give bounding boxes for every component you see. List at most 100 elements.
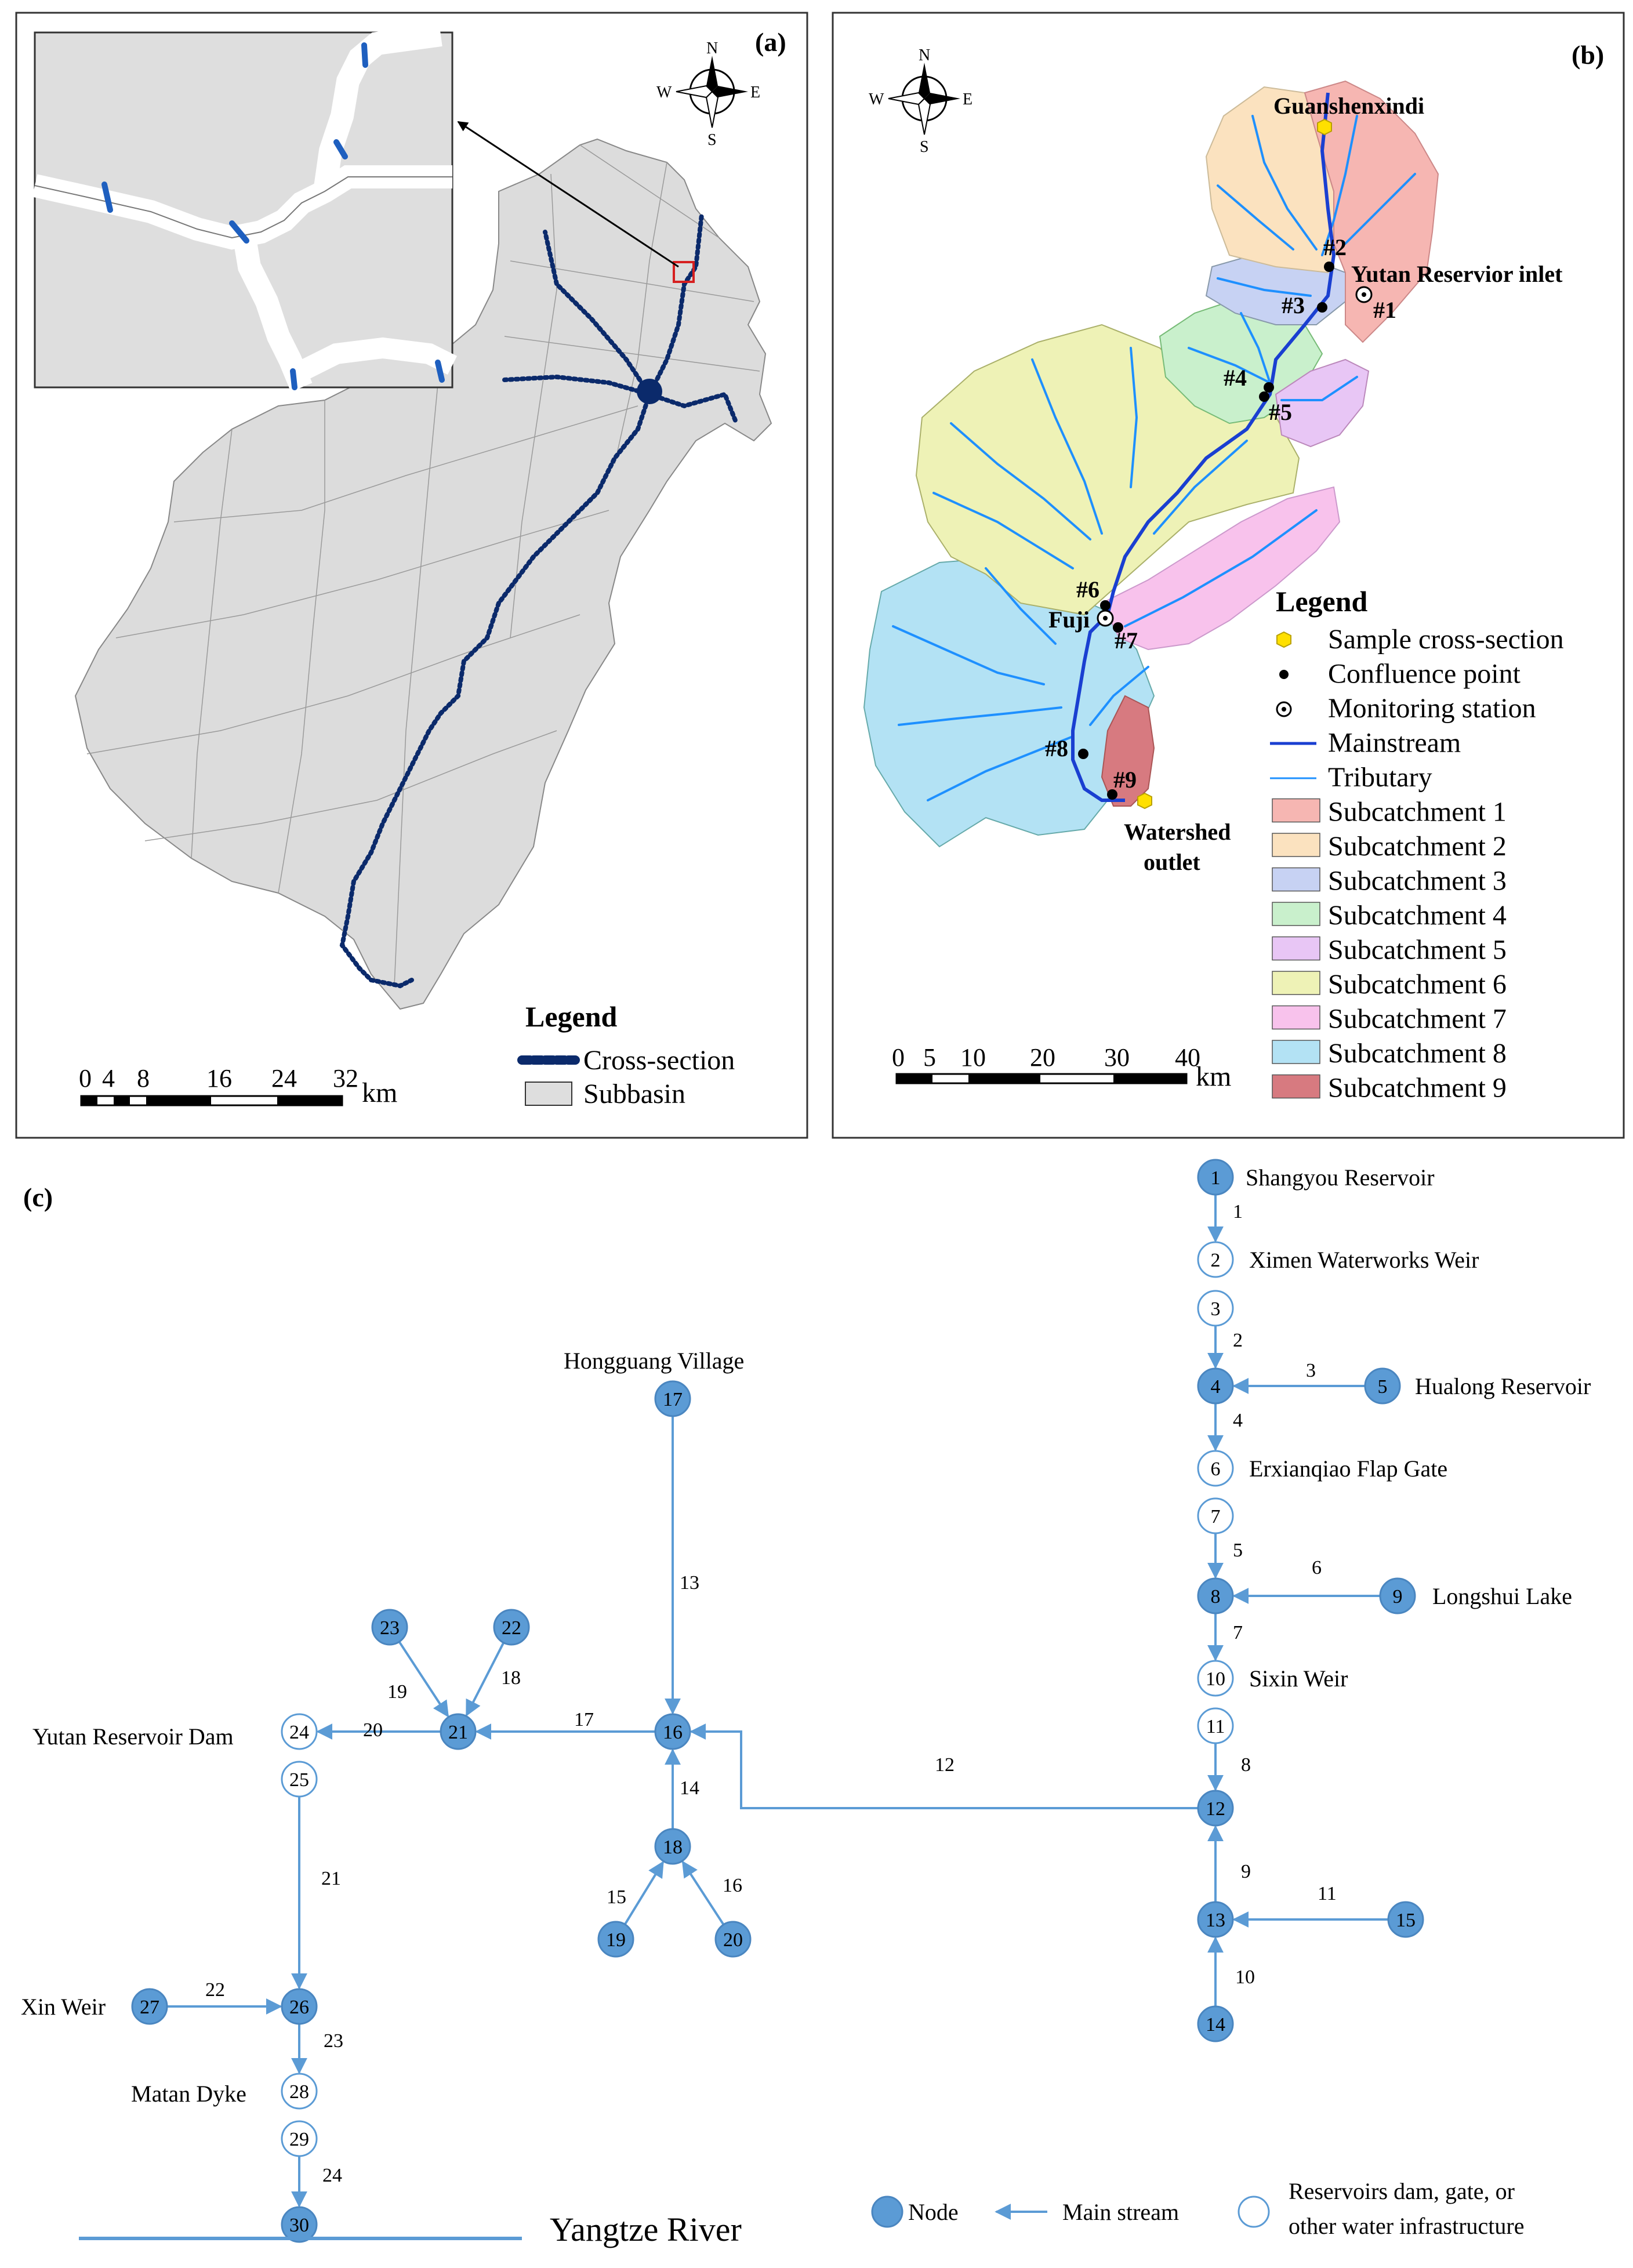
edge-label: 18 bbox=[501, 1667, 521, 1689]
subcatchment-swatch bbox=[1272, 833, 1320, 857]
edge-label: 11 bbox=[1318, 1883, 1337, 1904]
subbasin-map bbox=[74, 138, 772, 1010]
node-27: 27 bbox=[131, 1988, 168, 2025]
name-hualong: Hualong Reservoir bbox=[1415, 1373, 1591, 1399]
locator-box bbox=[673, 261, 695, 283]
panel-c-label: (c) bbox=[23, 1182, 53, 1212]
compass-b-w: W bbox=[869, 90, 884, 108]
point-8-label: #8 bbox=[1045, 735, 1068, 761]
sample-cross-section-icon bbox=[1276, 631, 1291, 648]
scale-a-tick: 32 bbox=[333, 1064, 358, 1093]
node-18: 18 bbox=[654, 1828, 691, 1865]
legend-node-icon bbox=[871, 2196, 903, 2228]
legend-infra-label-1: Reservoirs dam, gate, or bbox=[1289, 2178, 1515, 2204]
node-7: 7 bbox=[1197, 1497, 1234, 1534]
inset-map bbox=[32, 23, 458, 392]
node-11: 11 bbox=[1197, 1707, 1234, 1744]
point-4-label: #4 bbox=[1224, 365, 1247, 391]
edge-label: 7 bbox=[1233, 1622, 1243, 1643]
name-sixin: Sixin Weir bbox=[1249, 1665, 1348, 1692]
svg-text:14: 14 bbox=[1206, 2014, 1225, 2035]
scale-a-tick: 16 bbox=[206, 1064, 232, 1093]
yutan-inlet-label: Yutan Reservior inlet bbox=[1351, 261, 1563, 287]
node-10: 10 bbox=[1197, 1660, 1234, 1697]
scale-b-tick: 20 bbox=[1030, 1043, 1055, 1072]
fuji-label: Fuji bbox=[1048, 607, 1090, 633]
edge-label: 9 bbox=[1241, 1861, 1251, 1882]
node-29: 29 bbox=[281, 2120, 318, 2157]
node-5: 5 bbox=[1364, 1367, 1401, 1405]
name-longshui: Longshui Lake bbox=[1432, 1583, 1572, 1609]
edge-label: 5 bbox=[1233, 1540, 1243, 1561]
edge-label: 1 bbox=[1233, 1201, 1243, 1222]
edge-label: 10 bbox=[1235, 1966, 1255, 1988]
compass-b-n: N bbox=[919, 46, 930, 64]
monitoring-station-icon bbox=[1276, 701, 1292, 717]
legend-b-item: Monitoring station bbox=[1328, 693, 1536, 724]
edge-label: 13 bbox=[680, 1572, 699, 1594]
tributary-network bbox=[892, 115, 1416, 801]
edge-label: 6 bbox=[1312, 1557, 1322, 1578]
compass-b-s: S bbox=[920, 138, 929, 156]
name-ximen: Ximen Waterworks Weir bbox=[1249, 1247, 1479, 1273]
svg-text:10: 10 bbox=[1206, 1668, 1225, 1690]
scale-a-tick: 4 bbox=[102, 1064, 115, 1093]
confluence-cluster bbox=[637, 379, 662, 404]
svg-text:1: 1 bbox=[1211, 1167, 1221, 1189]
name-shangyou: Shangyou Reservoir bbox=[1246, 1164, 1435, 1191]
node-24: 24 bbox=[281, 1713, 318, 1750]
edge-12 bbox=[690, 1723, 1198, 1809]
svg-text:2: 2 bbox=[1211, 1250, 1221, 1271]
scale-b-unit: km bbox=[1196, 1061, 1231, 1092]
watershed-outlet-label-1: Watershed bbox=[1124, 819, 1231, 845]
node-8: 8 bbox=[1197, 1577, 1234, 1614]
legend-b-item: Subcatchment 6 bbox=[1328, 969, 1507, 1000]
node-9: 9 bbox=[1379, 1577, 1416, 1614]
scale-b-tick: 0 bbox=[892, 1043, 905, 1072]
edge-label: 12 bbox=[935, 1754, 955, 1776]
svg-text:19: 19 bbox=[606, 1929, 626, 1951]
panel-a: (a) bbox=[15, 12, 808, 1139]
point-3-label: #3 bbox=[1282, 292, 1305, 318]
legend-b-item: Subcatchment 8 bbox=[1328, 1038, 1507, 1069]
edge-18 bbox=[465, 1642, 505, 1717]
legend-main-stream-label: Main stream bbox=[1062, 2199, 1179, 2225]
legend-b-item: Subcatchment 9 bbox=[1328, 1073, 1507, 1104]
svg-text:25: 25 bbox=[289, 1769, 309, 1791]
legend-b-item: Tributary bbox=[1328, 762, 1432, 793]
svg-text:13: 13 bbox=[1206, 1910, 1225, 1931]
legend-node-label: Node bbox=[908, 2199, 959, 2225]
legend-b-item: Subcatchment 4 bbox=[1328, 900, 1507, 931]
node-6: 6 bbox=[1197, 1450, 1234, 1487]
edge-label: 16 bbox=[723, 1875, 742, 1896]
scale-a-tick: 24 bbox=[271, 1064, 297, 1093]
scale-a-tick: 0 bbox=[79, 1064, 92, 1093]
edge-label: 17 bbox=[574, 1709, 594, 1730]
subcatchment-swatch bbox=[1272, 798, 1320, 823]
svg-text:6: 6 bbox=[1211, 1458, 1221, 1480]
point-9-label: #9 bbox=[1113, 767, 1137, 793]
edge-label: 24 bbox=[322, 2165, 342, 2186]
zoom-arrow bbox=[457, 121, 679, 268]
node-19: 19 bbox=[597, 1921, 634, 1958]
svg-text:12: 12 bbox=[1206, 1798, 1225, 1820]
svg-text:3: 3 bbox=[1211, 1298, 1221, 1320]
edge-label: 3 bbox=[1306, 1360, 1316, 1381]
legend-c: Node Main stream Reservoirs dam, gate, o… bbox=[871, 2178, 1524, 2239]
point-5-label: #5 bbox=[1269, 399, 1292, 425]
svg-text:20: 20 bbox=[723, 1929, 743, 1951]
node-25: 25 bbox=[281, 1761, 318, 1798]
edge-label: 21 bbox=[321, 1868, 341, 1889]
compass-rose-icon: N S E W bbox=[656, 39, 760, 149]
legend-b-item: Subcatchment 5 bbox=[1328, 935, 1507, 966]
point-6-label: #6 bbox=[1076, 576, 1099, 603]
node-13: 13 bbox=[1197, 1901, 1234, 1938]
legend-a-cross-section: Cross-section bbox=[583, 1045, 735, 1076]
panel-a-label: (a) bbox=[755, 27, 786, 57]
node-14: 14 bbox=[1197, 2005, 1234, 2042]
svg-text:7: 7 bbox=[1211, 1506, 1221, 1527]
compass-n: N bbox=[706, 39, 718, 57]
svg-text:18: 18 bbox=[663, 1837, 683, 1858]
node-20: 20 bbox=[714, 1921, 752, 1958]
